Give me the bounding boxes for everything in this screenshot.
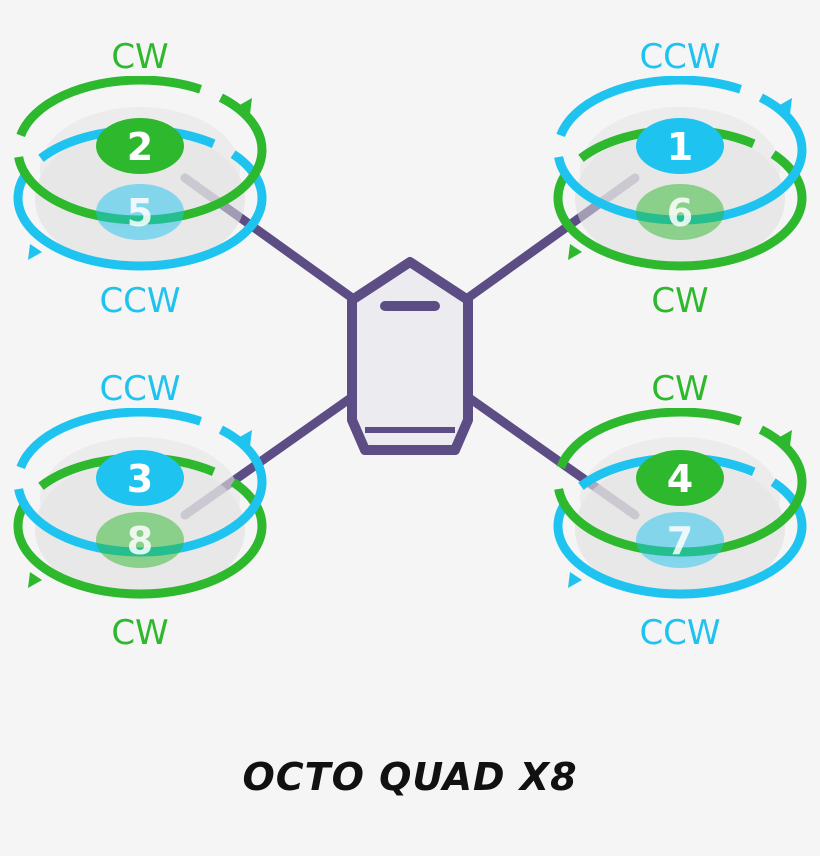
direction-label: CCW [639, 613, 720, 653]
motor-badge [96, 512, 184, 568]
motor-number: 8 [127, 519, 153, 563]
direction-label: CCW [639, 37, 720, 77]
motor-number: 1 [667, 125, 693, 169]
label-backdrop [634, 282, 726, 320]
motor-badge [96, 118, 184, 174]
motor-group-rear-right: 7 4 CW CCW [553, 369, 807, 653]
label-backdrop [94, 282, 186, 320]
motor-number: 6 [667, 191, 693, 235]
rotation-arrow-icon [28, 572, 42, 588]
direction-label: CW [111, 37, 168, 77]
rotation-arrow-icon [568, 572, 582, 588]
direction-label: CCW [99, 281, 180, 321]
rotation-arrow-icon [238, 430, 252, 446]
motor-number: 5 [127, 191, 153, 235]
motor-group-front-right: 6 1 CCW CW [553, 37, 807, 321]
direction-label: CCW [99, 369, 180, 409]
direction-label: CW [651, 281, 708, 321]
motor-badge [636, 118, 724, 174]
motor-badge [636, 450, 724, 506]
label-backdrop [634, 38, 726, 76]
flight-controller-body [347, 257, 473, 455]
motor-badge [96, 184, 184, 240]
motor-number: 7 [667, 519, 693, 563]
label-backdrop [94, 370, 186, 408]
rotation-arrow-icon [778, 98, 792, 114]
motor-number: 2 [127, 125, 153, 169]
rotation-arrow-icon [28, 244, 42, 260]
label-backdrop [634, 370, 726, 408]
motor-badge [96, 450, 184, 506]
rotation-arrow-icon [568, 244, 582, 260]
rotation-arrow-icon [778, 430, 792, 446]
motor-group-rear-left: 8 3 CCW CW [13, 369, 267, 653]
motor-number: 4 [667, 457, 693, 501]
motor-badge [636, 184, 724, 240]
label-backdrop [634, 614, 726, 652]
rotation-arrow-icon [238, 98, 252, 114]
label-backdrop [94, 38, 186, 76]
label-backdrop [94, 614, 186, 652]
motor-badge [636, 512, 724, 568]
motor-number: 3 [127, 457, 153, 501]
direction-label: CW [651, 369, 708, 409]
diagram-title: OCTO QUAD X8 [242, 755, 578, 799]
direction-label: CW [111, 613, 168, 653]
motor-group-front-left: 5 2 CW CCW [13, 37, 267, 321]
